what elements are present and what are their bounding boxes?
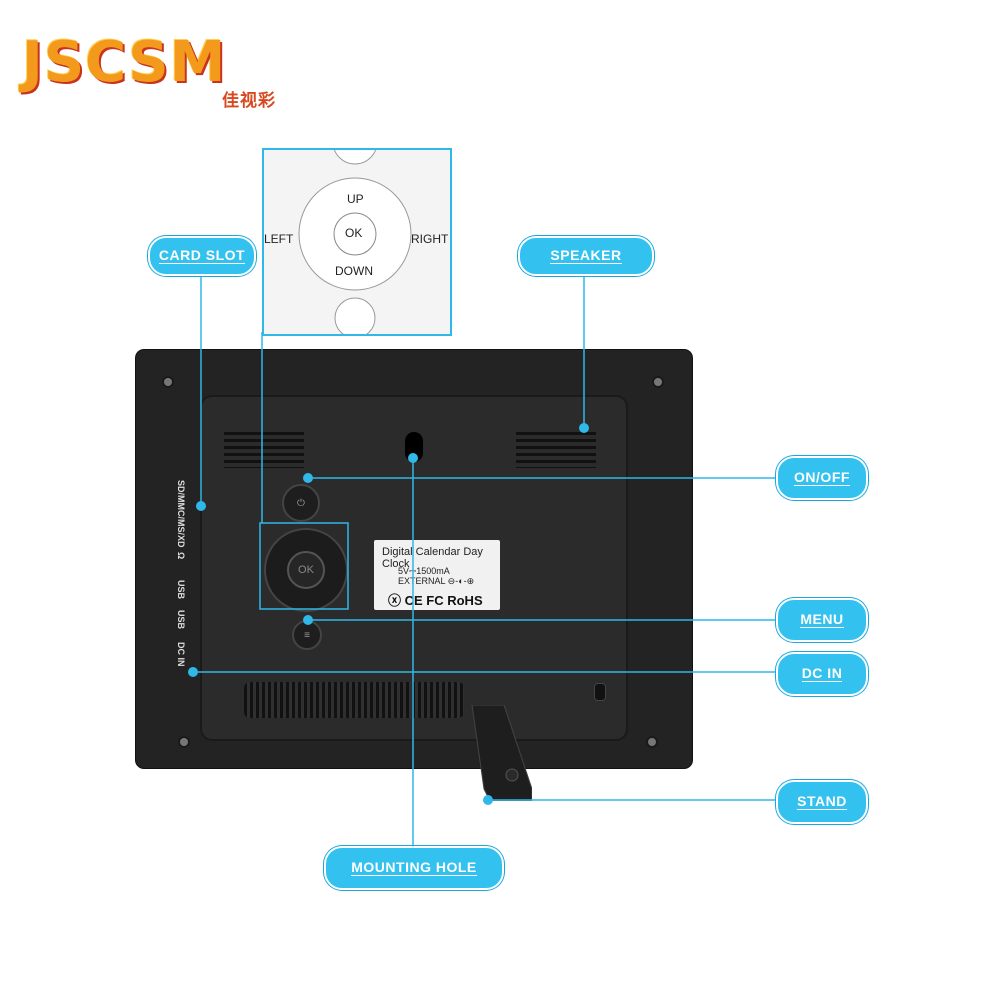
dpad-up-label: UP xyxy=(347,192,364,206)
dpad-down-label: DOWN xyxy=(335,264,373,278)
dpad-ok-label: OK xyxy=(345,226,363,240)
menu-icon: ≡ xyxy=(304,629,310,641)
card-slot-label: SD/MMC/MS/XD xyxy=(176,480,186,548)
screw-icon xyxy=(646,736,658,748)
sticker-title: Digital Calendar Day Clock xyxy=(382,546,483,570)
bottom-vent xyxy=(244,682,464,718)
callout-stand: STAND xyxy=(776,780,868,824)
dpad-diagram-outline xyxy=(298,150,412,334)
lock-slot xyxy=(594,683,606,701)
usb-port-label: USB xyxy=(176,610,186,630)
callout-dc-in: DC IN xyxy=(776,652,868,696)
callout-on-off: ON/OFF xyxy=(776,456,868,500)
ok-button[interactable]: OK xyxy=(287,551,325,589)
sticker-power: 5V⎓1500mA xyxy=(398,566,450,576)
dc-in-port-label: DC IN xyxy=(176,642,186,667)
dpad-left-label: LEFT xyxy=(264,232,294,246)
dpad-right-label: RIGHT xyxy=(411,232,449,246)
sticker-marks: ⓧ CE FC RoHS xyxy=(388,593,483,608)
callout-menu: MENU xyxy=(776,598,868,642)
headphone-port-label: Ω xyxy=(176,552,186,560)
callout-dc-in-text: DC IN xyxy=(801,665,843,682)
callout-menu-text: MENU xyxy=(800,611,844,628)
stand xyxy=(471,705,532,801)
menu-button[interactable]: ≡ xyxy=(292,620,322,650)
speaker-grille-left xyxy=(224,432,304,468)
callout-mounting-hole-text: MOUNTING HOLE xyxy=(351,859,477,876)
usb-port-label: USB xyxy=(176,580,186,600)
callout-card-slot: CARD SLOT xyxy=(148,236,256,276)
power-icon: ⏻ xyxy=(297,497,305,509)
screw-icon xyxy=(652,376,664,388)
screw-icon xyxy=(178,736,190,748)
screw-icon xyxy=(162,376,174,388)
callout-speaker: SPEAKER xyxy=(518,236,654,276)
brand-logo-text: JSCSM xyxy=(22,30,227,95)
dpad-zoom-inset: UP DOWN LEFT RIGHT OK xyxy=(262,148,452,336)
speaker-grille-right xyxy=(516,432,596,468)
product-label-sticker: Digital Calendar Day Clock 5V⎓1500mA EXT… xyxy=(374,540,500,610)
callout-speaker-text: SPEAKER xyxy=(550,247,622,264)
callout-stand-text: STAND xyxy=(797,793,847,810)
brand-logo-chinese: 佳视彩 xyxy=(222,91,276,110)
callout-card-slot-text: CARD SLOT xyxy=(158,247,246,264)
brand-logo: JSCSM 佳视彩 xyxy=(22,30,282,110)
sticker-external: EXTERNAL ⊖-◐-⊕ xyxy=(398,576,475,586)
callout-mounting-hole: MOUNTING HOLE xyxy=(324,846,504,890)
power-button[interactable]: ⏻ xyxy=(282,484,320,522)
dpad-control[interactable] xyxy=(264,528,348,612)
callout-on-off-text: ON/OFF xyxy=(794,469,850,486)
